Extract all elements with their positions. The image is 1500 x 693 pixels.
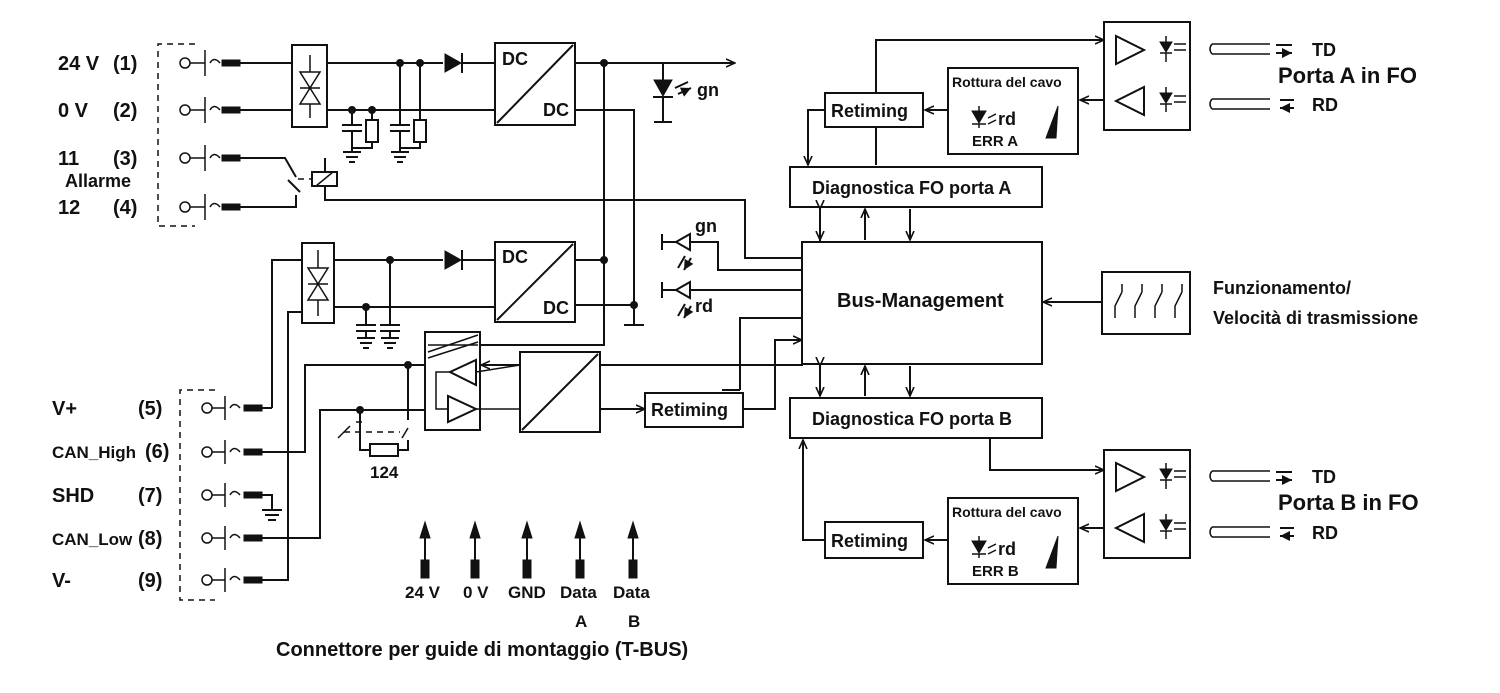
port-a-title: Porta A in FO [1278, 63, 1417, 88]
terminal-label-can-high: CAN_High [52, 443, 136, 462]
tbus-pin-24v-label: 24 V [405, 583, 441, 602]
terminal-1: 24 V (1) [58, 50, 241, 76]
terminal-number-8: (8) [138, 528, 162, 550]
terminal-7: SHD (7) [52, 483, 282, 521]
diode-upper [444, 53, 463, 73]
terminal-9: V- (9) [52, 452, 289, 592]
dc-in-label-lower: DC [502, 247, 528, 267]
status-led-red [673, 280, 691, 300]
can-terminal-block: V+ (5) CAN_High (6) SHD (7) CAN_Low (8) [52, 364, 425, 601]
terminal-label-11: 11 [58, 148, 79, 170]
terminal-number-1: (1) [113, 53, 137, 75]
tbus-pin-data-b: Data B [613, 520, 650, 631]
tbus-pin-gnd-label: GND [508, 583, 546, 602]
port-b-rd-label: RD [1312, 523, 1338, 543]
port-a-rd-label: RD [1312, 95, 1338, 115]
mode-label-line2: Velocità di trasmissione [1213, 308, 1418, 328]
terminal-label-0v: 0 V [58, 100, 89, 122]
terminal-label-vplus: V+ [52, 398, 77, 420]
terminal-label-vminus: V- [52, 570, 71, 592]
terminal-4: 12 (4) [58, 194, 241, 220]
tbus-pin-0v: 0 V [463, 520, 489, 602]
bus-management: Bus-Management [801, 241, 1043, 365]
port-b-title: Porta B in FO [1278, 490, 1419, 515]
retiming-b-label: Retiming [831, 531, 908, 551]
tbus-pin-data-a: Data A [560, 520, 597, 631]
cable-break-a-led-label: rd [998, 109, 1016, 129]
terminal-number-5: (5) [138, 398, 162, 420]
terminal-label-can-low: CAN_Low [52, 530, 133, 549]
err-a-label: ERR A [972, 133, 1018, 150]
terminal-label-24v: 24 V [58, 53, 100, 75]
terminal-3: 11 (3) [58, 145, 241, 171]
power-led-green [653, 79, 673, 98]
dc-in-label-upper: DC [502, 49, 528, 69]
port-a-section: Diagnostica FO porta A Retiming Rottura … [789, 21, 1417, 242]
retiming-a-label: Retiming [831, 101, 908, 121]
diag-port-b-label: Diagnostica FO porta B [812, 409, 1012, 429]
power-led-label: gn [697, 80, 719, 100]
cable-break-b-led-label: rd [998, 539, 1016, 559]
err-b-label: ERR B [972, 563, 1019, 580]
termination-resistor-value: 124 [370, 463, 399, 482]
terminal-8: CAN_Low (8) [52, 409, 425, 550]
terminal-number-7: (7) [138, 485, 162, 507]
terminal-label-12: 12 [58, 197, 80, 219]
port-b-section: Diagnostica FO porta B Retiming Rottura … [789, 366, 1419, 585]
dc-out-label-lower: DC [543, 298, 569, 318]
terminal-number-4: (4) [113, 197, 137, 219]
can-transceiver [424, 331, 521, 431]
tbus-pin-data-b-label: Data [613, 583, 650, 602]
alarm-label: Allarme [65, 171, 131, 191]
tbus-pin-gnd: GND [508, 520, 546, 602]
cable-break-b-label: Rottura del cavo [952, 504, 1062, 520]
diag-port-b-box [789, 397, 1043, 439]
dc-out-label-upper: DC [543, 100, 569, 120]
dip-switch-block: Funzionamento/ Velocità di trasmissione [1043, 271, 1418, 335]
terminal-number-9: (9) [138, 570, 162, 592]
terminal-2: 0 V (2) [58, 97, 241, 123]
terminal-number-2: (2) [113, 100, 137, 122]
status-leds: gn rd [661, 216, 802, 318]
tbus-pin-data-b-sub: B [628, 612, 640, 631]
retiming-a-box [824, 92, 924, 128]
bus-management-box [801, 241, 1043, 365]
diag-port-a-label: Diagnostica FO porta A [812, 178, 1011, 198]
status-led-green-label: gn [695, 216, 717, 236]
tbus-pin-0v-label: 0 V [463, 583, 489, 602]
tbus-pin-data-a-sub: A [575, 612, 587, 631]
port-b-td-label: TD [1312, 467, 1336, 487]
terminal-5: V+ (5) [52, 396, 272, 420]
retiming-can: Retiming [644, 317, 802, 428]
alarm-relay [240, 157, 802, 259]
cable-break-a-label: Rottura del cavo [952, 74, 1062, 90]
terminal-number-6: (6) [145, 441, 169, 463]
lower-power-supply: DC DC [271, 241, 644, 452]
terminal-number-3: (3) [113, 148, 137, 170]
status-led-green [673, 232, 691, 252]
termination-resistor: 124 [337, 361, 412, 482]
diode-lower [444, 250, 463, 270]
status-led-red-label: rd [695, 296, 713, 316]
bus-management-label: Bus-Management [837, 290, 1004, 312]
terminal-6: CAN_High (6) [52, 440, 288, 464]
power-terminal-block: 24 V (1) 0 V (2) 11 (3) Allarme 12 (4) [58, 43, 241, 227]
tbus-caption: Connettore per guide di montaggio (T-BUS… [276, 639, 688, 661]
tbus-pin-24v: 24 V [405, 520, 441, 602]
diag-port-a-box [789, 166, 1043, 208]
mode-label-line1: Funzionamento/ [1213, 278, 1351, 298]
upper-power-supply: DC DC gn [240, 42, 735, 346]
retiming-can-label: Retiming [651, 400, 728, 420]
terminal-label-shd: SHD [52, 485, 94, 507]
port-a-td-label: TD [1312, 40, 1336, 60]
tbus-connector: 24 V 0 V GND Data A Data B Connettore pe… [276, 520, 688, 661]
tbus-pin-data-a-label: Data [560, 583, 597, 602]
